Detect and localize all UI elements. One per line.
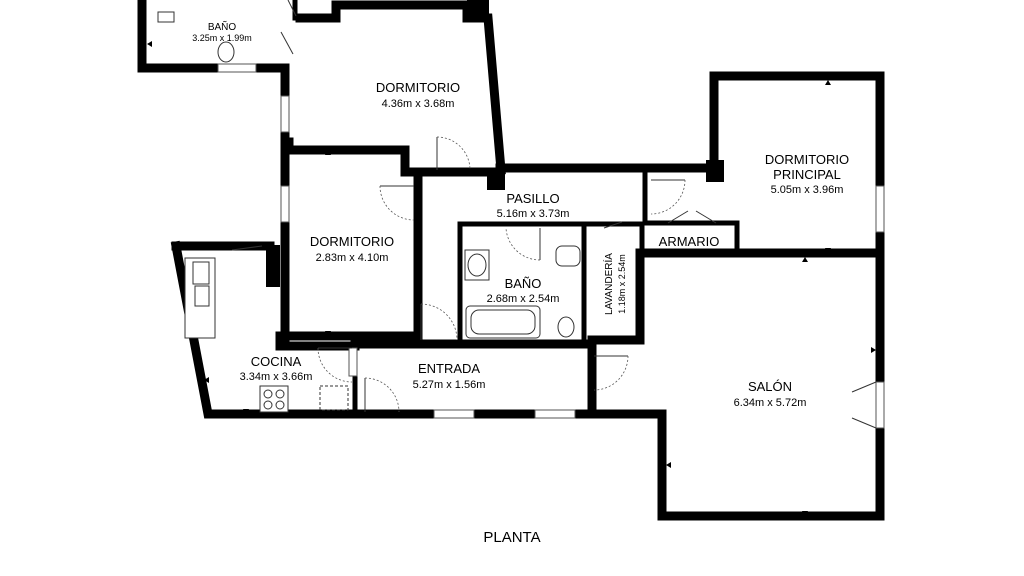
burner-1-icon bbox=[263, 389, 273, 399]
room-dims-cocina: 3.34m x 3.66m bbox=[240, 371, 313, 383]
wall-ticks bbox=[147, 41, 876, 516]
room-dims-entrada: 5.27m x 1.56m bbox=[413, 379, 486, 391]
toilet-top-icon bbox=[217, 41, 235, 63]
door-entrada-north-arc bbox=[420, 303, 458, 341]
tick bbox=[802, 511, 808, 516]
fixtures bbox=[157, 11, 581, 413]
column-top bbox=[467, 0, 489, 20]
burner-4-icon bbox=[275, 400, 285, 410]
bathtub-inner-icon bbox=[470, 309, 536, 335]
tick bbox=[204, 377, 209, 383]
tick bbox=[802, 257, 808, 262]
room-name-bano-top: BAÑO bbox=[208, 20, 237, 33]
window-bano-top bbox=[217, 63, 257, 73]
door-salon-arc bbox=[593, 355, 629, 391]
room-name-dorm-left: DORMITORIO bbox=[310, 234, 394, 249]
window-dorm-left bbox=[280, 185, 290, 223]
walls bbox=[137, 0, 885, 521]
door-dorm-principal-arc bbox=[650, 179, 686, 215]
wall-armario bbox=[642, 165, 740, 256]
door-bano-mid-arc bbox=[505, 227, 541, 261]
window-salon bbox=[875, 381, 885, 429]
room-name-pasillo: PASILLO bbox=[506, 191, 559, 206]
wall-salon bbox=[587, 248, 885, 521]
window-dorm-principal bbox=[875, 185, 885, 233]
column-left bbox=[266, 245, 280, 287]
room-dims-dorm-left: 2.83m x 4.10m bbox=[316, 252, 389, 264]
wall-dorm-principal bbox=[635, 71, 885, 258]
bidet-icon bbox=[555, 245, 581, 267]
door-dorm-top-arc bbox=[436, 136, 471, 171]
window-cocina bbox=[348, 347, 358, 377]
door-main-arc bbox=[364, 377, 400, 413]
room-name-armario: ARMARIO bbox=[659, 234, 720, 249]
tick bbox=[825, 80, 831, 85]
window-entrada-2 bbox=[534, 409, 576, 419]
room-name-dorm-top: DORMITORIO bbox=[376, 80, 460, 95]
room-name-salon: SALÓN bbox=[748, 379, 792, 394]
room-dims-dorm-top: 4.36m x 3.68m bbox=[382, 98, 455, 110]
doors bbox=[231, 0, 877, 429]
window-corridor-west bbox=[280, 95, 290, 133]
door-bano-top bbox=[287, 0, 297, 17]
door-dorm-left-arc bbox=[379, 185, 415, 221]
room-dims-bano-top: 3.25m x 1.99m bbox=[192, 33, 252, 43]
room-dims-dorm-principal: 5.05m x 3.96m bbox=[771, 184, 844, 196]
room-name-dorm-principal-2: PRINCIPAL bbox=[773, 167, 841, 182]
toilet-mid-icon bbox=[557, 316, 575, 338]
window-entrada-1 bbox=[433, 409, 475, 419]
windows bbox=[217, 63, 885, 429]
room-dims-pasillo: 5.16m x 3.73m bbox=[497, 208, 570, 220]
tick bbox=[325, 150, 331, 155]
column-pasillo bbox=[487, 172, 505, 190]
burner-3-icon bbox=[263, 400, 273, 410]
door-armario bbox=[667, 210, 717, 224]
sink-cocina-icon bbox=[194, 285, 210, 307]
room-name-cocina: COCINA bbox=[251, 354, 302, 369]
stove-icon bbox=[259, 385, 289, 413]
fridge-icon bbox=[319, 385, 349, 411]
wall-pasillo-top bbox=[413, 163, 721, 177]
room-name-entrada: ENTRADA bbox=[418, 361, 480, 376]
room-dims-salon: 6.34m x 5.72m bbox=[734, 397, 807, 409]
door-cocina-north bbox=[231, 245, 263, 251]
door-lavanderia bbox=[603, 221, 623, 229]
room-name-bano-mid: BAÑO bbox=[505, 276, 542, 291]
drainer-icon bbox=[192, 261, 210, 285]
tick bbox=[325, 331, 331, 336]
door-cocina-arc bbox=[317, 347, 353, 383]
sink-bowl-icon bbox=[467, 253, 487, 277]
tick bbox=[147, 41, 152, 47]
room-labels: BAÑO 3.25m x 1.99m DORMITORIO 4.36m x 3.… bbox=[192, 20, 849, 409]
tick bbox=[871, 347, 876, 353]
room-name-dorm-principal-1: DORMITORIO bbox=[765, 152, 849, 167]
room-name-lavanderia: LAVANDERÍA bbox=[602, 253, 615, 315]
burner-2-icon bbox=[275, 389, 285, 399]
room-dims-lavanderia: 1.18m x 2.54m bbox=[617, 254, 627, 314]
tick bbox=[825, 248, 831, 253]
door-salon-east bbox=[851, 381, 877, 429]
tick bbox=[666, 462, 671, 468]
plan-title: PLANTA bbox=[483, 529, 540, 546]
door-dorm-top-west bbox=[280, 31, 294, 55]
wall-dorm-left-top bbox=[280, 145, 423, 177]
tick bbox=[243, 409, 249, 414]
room-dims-bano-mid: 2.68m x 2.54m bbox=[487, 293, 560, 305]
sink-top-icon bbox=[157, 11, 175, 23]
